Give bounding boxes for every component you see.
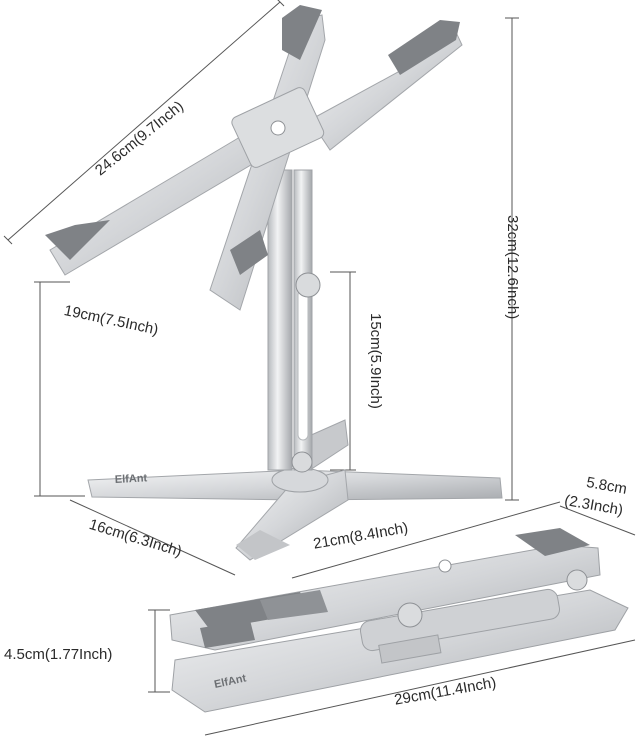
dimension-lines <box>3 0 636 736</box>
total-height-label: 32cm(12.6Inch) <box>504 215 521 320</box>
brand-logo-upright: ElfAnt <box>115 472 148 486</box>
stand-folded <box>169 528 629 713</box>
stand-upright <box>45 5 503 561</box>
column-height-label: 15cm(5.9Inch) <box>367 313 384 409</box>
folded-thickness-label: 4.5cm(1.77Inch) <box>4 646 113 663</box>
